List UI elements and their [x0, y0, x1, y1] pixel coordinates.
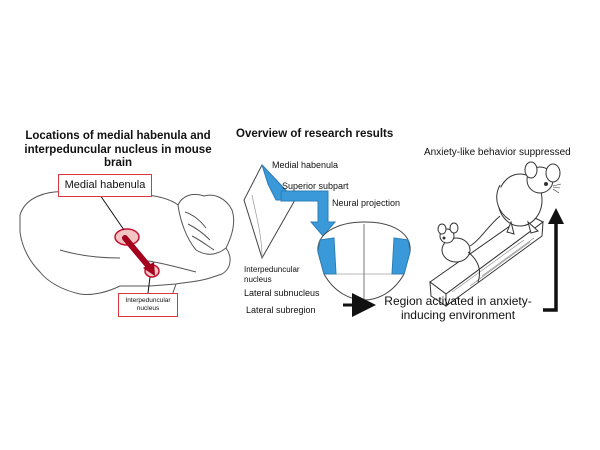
- mouse-large: [469, 161, 562, 247]
- superior-subpart-label: Superior subpart: [282, 181, 349, 191]
- anxiety-behavior-label: Anxiety-like behavior suppressed: [424, 147, 571, 158]
- ipn-shape-label: Interpeduncular nucleus: [244, 265, 300, 284]
- medial-habenula-shape: [243, 164, 297, 260]
- interpeduncular-label-box: Interpeduncular nucleus: [118, 293, 178, 317]
- mouse-small: [437, 222, 481, 283]
- lateral-subregion-label: Lateral subregion: [246, 305, 316, 315]
- medial-habenula-label-box: Medial habenula: [58, 174, 152, 197]
- projection-arrow-red-head: [143, 262, 155, 276]
- region-activated-label: Region activated in anxiety-inducing env…: [384, 294, 532, 322]
- left-panel-title: Locations of medial habenula and interpe…: [24, 130, 212, 169]
- behavior-arrow: [543, 208, 564, 312]
- neural-projection-label: Neural projection: [332, 198, 401, 208]
- mh-pointer-line: [99, 194, 125, 231]
- interpeduncular-shape: [317, 221, 411, 301]
- middle-panel-title: Overview of research results: [236, 128, 394, 140]
- neural-projection-arrow: [280, 190, 337, 237]
- ipn-pointer-line: [147, 276, 151, 294]
- projection-arrow-red: [122, 235, 153, 271]
- mh-shape-label: Medial habenula: [272, 160, 339, 170]
- lateral-subnucleus-label: Lateral subnucleus: [244, 288, 320, 298]
- elevated-beam: [429, 213, 544, 307]
